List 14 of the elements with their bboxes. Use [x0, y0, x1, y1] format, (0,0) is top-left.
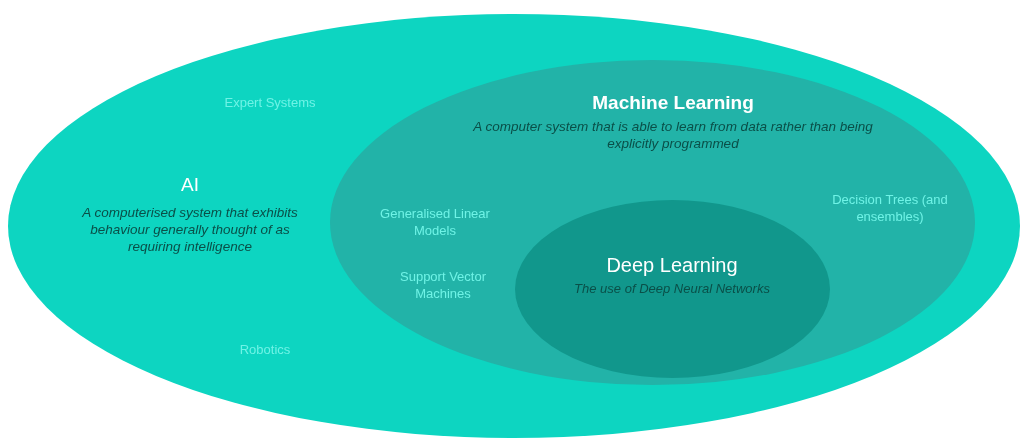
- set-ellipse: [515, 200, 830, 378]
- set-title: Deep Learning: [605, 253, 739, 278]
- set-description: The use of Deep Neural Networks: [573, 280, 771, 297]
- category-label: Expert Systems: [223, 94, 317, 111]
- category-label: Support Vector Machines: [399, 268, 487, 302]
- set-description: A computer system that is able to learn from data rather than being explicitly programmed: [473, 118, 873, 152]
- set-title: Machine Learning: [591, 91, 755, 115]
- category-label: Decision Trees (and ensembles): [831, 191, 949, 225]
- category-label: Robotics: [238, 341, 292, 358]
- set-description: A computerised system that exhibits behaviour generally thought of as requiring intelligence: [81, 204, 299, 255]
- set-ellipse: [330, 60, 975, 385]
- category-label: Generalised Linear Models: [379, 205, 491, 239]
- set-ellipse: [8, 14, 1020, 438]
- set-title: AI: [180, 173, 200, 197]
